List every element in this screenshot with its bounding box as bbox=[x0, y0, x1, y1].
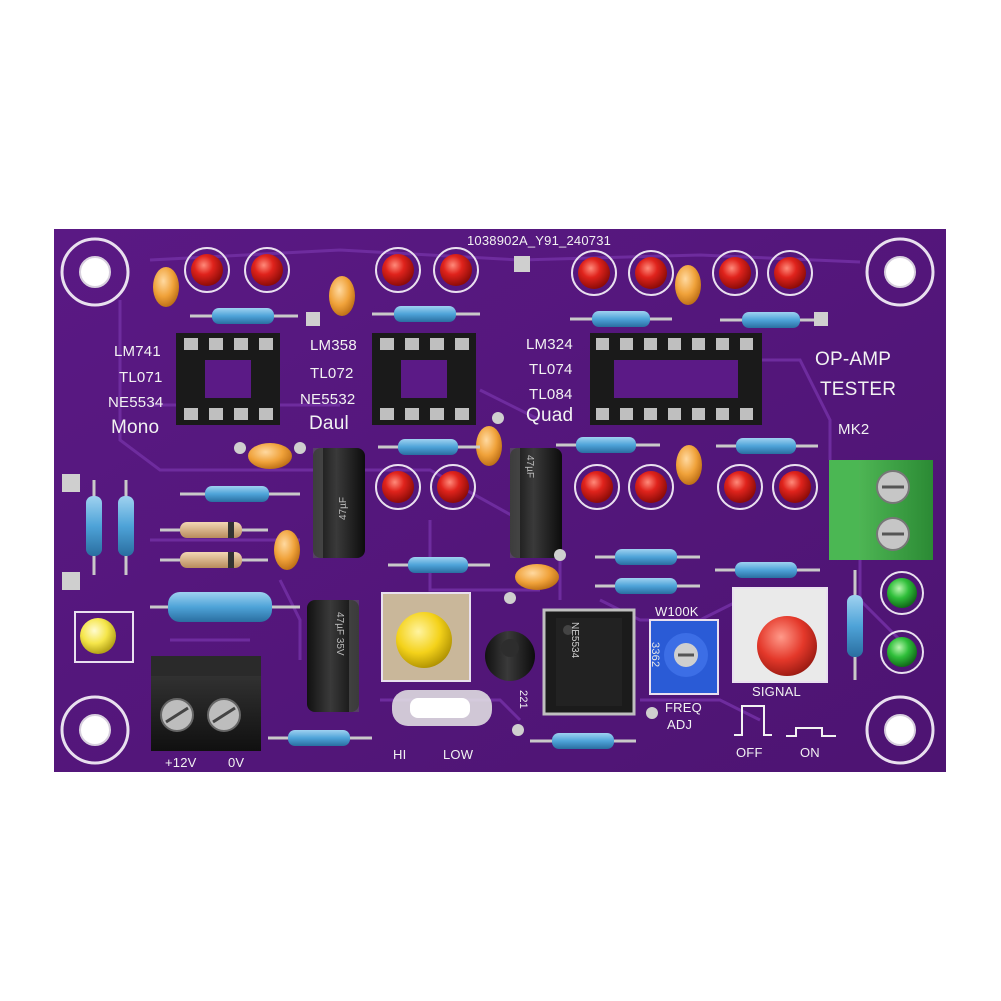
range-hi-label: HI bbox=[393, 747, 407, 762]
pads bbox=[62, 256, 828, 736]
ic-socket-dual bbox=[372, 333, 476, 425]
ic-socket-mono bbox=[176, 333, 280, 425]
switch-symbol-off bbox=[734, 705, 772, 736]
power-terminal-block bbox=[151, 656, 261, 751]
socket-quad-part-1: LM324 bbox=[526, 336, 573, 353]
signal-label: SIGNAL bbox=[752, 684, 801, 699]
pcb-id-label: 1038902A_Y91_240731 bbox=[467, 233, 612, 248]
trimmer-label-line-1: FREQ bbox=[665, 700, 702, 715]
socket-quad-part-3: TL084 bbox=[529, 386, 573, 403]
socket-mono-part-3: NE5534 bbox=[108, 394, 164, 411]
range-low-label: LOW bbox=[443, 747, 474, 762]
title-line-1: OP-AMP bbox=[815, 349, 892, 370]
capacitor-c2-label: 47µF bbox=[338, 497, 349, 520]
chip-marking: NE5534 bbox=[569, 622, 580, 659]
trimmer-marking: 3362 bbox=[649, 642, 661, 668]
resistors bbox=[86, 306, 863, 749]
red-led-row-middle bbox=[375, 464, 818, 510]
range-pushbutton[interactable] bbox=[381, 592, 471, 682]
power-led-yellow bbox=[74, 611, 134, 663]
mounting-hole-bottom-right bbox=[865, 695, 935, 765]
green-leds bbox=[880, 571, 924, 674]
title-line-2: TESTER bbox=[820, 379, 897, 400]
switch-symbol-on bbox=[786, 727, 836, 737]
socket-dual-part-3: NE5532 bbox=[300, 391, 356, 408]
power-zero-label: 0V bbox=[228, 755, 245, 770]
ceramic-capacitors bbox=[153, 265, 702, 590]
socket-dual-label: Daul bbox=[309, 413, 349, 434]
socket-mono-part-2: TL071 bbox=[119, 369, 163, 386]
trimmer-label-line-2: ADJ bbox=[667, 717, 693, 732]
socket-mono-part-1: LM741 bbox=[114, 343, 161, 360]
socket-dual-part-1: LM358 bbox=[310, 337, 357, 354]
mounting-hole-bottom-left bbox=[60, 695, 130, 765]
trimmer-value-label: W100K bbox=[655, 604, 699, 619]
diodes bbox=[160, 522, 268, 568]
mounting-hole-top-left bbox=[60, 237, 130, 307]
socket-mono-label: Mono bbox=[111, 417, 160, 438]
version-label: MK2 bbox=[838, 421, 870, 438]
signal-pushbutton[interactable] bbox=[732, 587, 828, 683]
power-plus-label: +12V bbox=[165, 755, 197, 770]
capacitor-c4-label: 221 bbox=[517, 690, 529, 709]
reed-switch bbox=[392, 690, 492, 726]
capacitor-c3-label: 47µF 35V bbox=[334, 612, 345, 656]
ic-socket-quad bbox=[590, 333, 762, 425]
switch-on-label: ON bbox=[800, 745, 820, 760]
op-amp-chip bbox=[542, 608, 636, 716]
freq-trimmer[interactable] bbox=[649, 619, 719, 695]
capacitor-c1-label: 47µF bbox=[524, 455, 535, 478]
electrolytic-capacitors bbox=[307, 448, 562, 712]
socket-quad-label: Quad bbox=[526, 405, 574, 426]
socket-dual-part-2: TL072 bbox=[310, 365, 354, 382]
socket-quad-part-2: TL074 bbox=[529, 361, 573, 378]
output-terminal-block bbox=[829, 460, 933, 560]
switch-off-label: OFF bbox=[736, 745, 763, 760]
mounting-hole-top-right bbox=[865, 237, 935, 307]
red-led-row-top bbox=[184, 247, 813, 296]
